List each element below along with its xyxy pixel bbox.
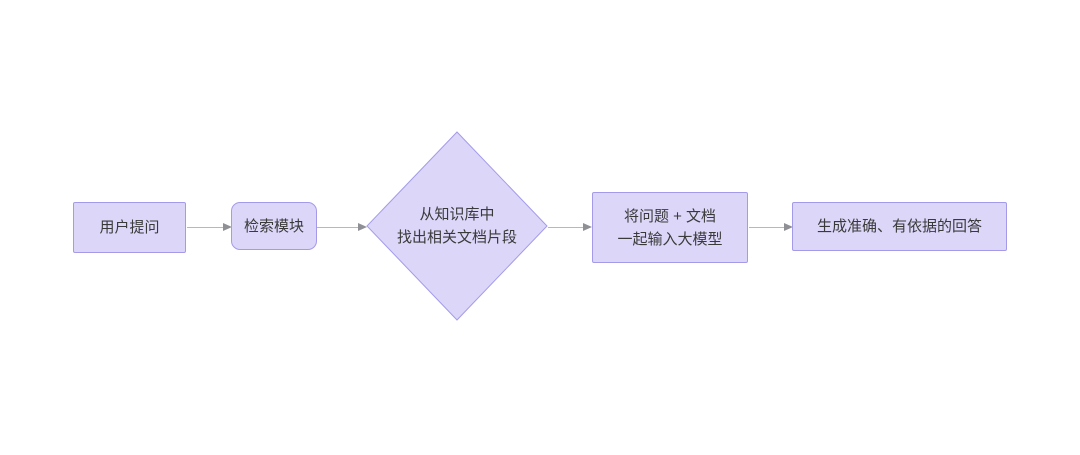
- node-kb-lookup-label: 从知识库中 找出相关文档片段: [366, 131, 548, 321]
- node-user-question-label: 用户提问: [99, 219, 160, 236]
- node-kb-lookup-line1: 从知识库中: [419, 206, 495, 223]
- node-model-input: 将问题 + 文档 一起输入大模型: [592, 192, 748, 263]
- connector-arrow-2: [317, 223, 367, 231]
- node-retrieval-module: 检索模块: [231, 202, 317, 250]
- connector-arrow-1: [187, 223, 232, 231]
- node-model-input-line2: 一起输入大模型: [617, 230, 723, 248]
- connector-arrow-4: [749, 223, 793, 231]
- node-answer-output: 生成准确、有依据的回答: [792, 202, 1007, 251]
- node-user-question: 用户提问: [73, 202, 186, 253]
- node-kb-lookup: 从知识库中 找出相关文档片段: [366, 131, 548, 321]
- node-answer-output-label: 生成准确、有依据的回答: [816, 218, 982, 235]
- connector-arrow-3: [548, 223, 592, 231]
- node-kb-lookup-line2: 找出相关文档片段: [396, 229, 517, 246]
- node-model-input-line1: 将问题 + 文档: [623, 207, 717, 225]
- node-retrieval-module-label: 检索模块: [243, 217, 304, 235]
- diamond-shape: [366, 131, 548, 321]
